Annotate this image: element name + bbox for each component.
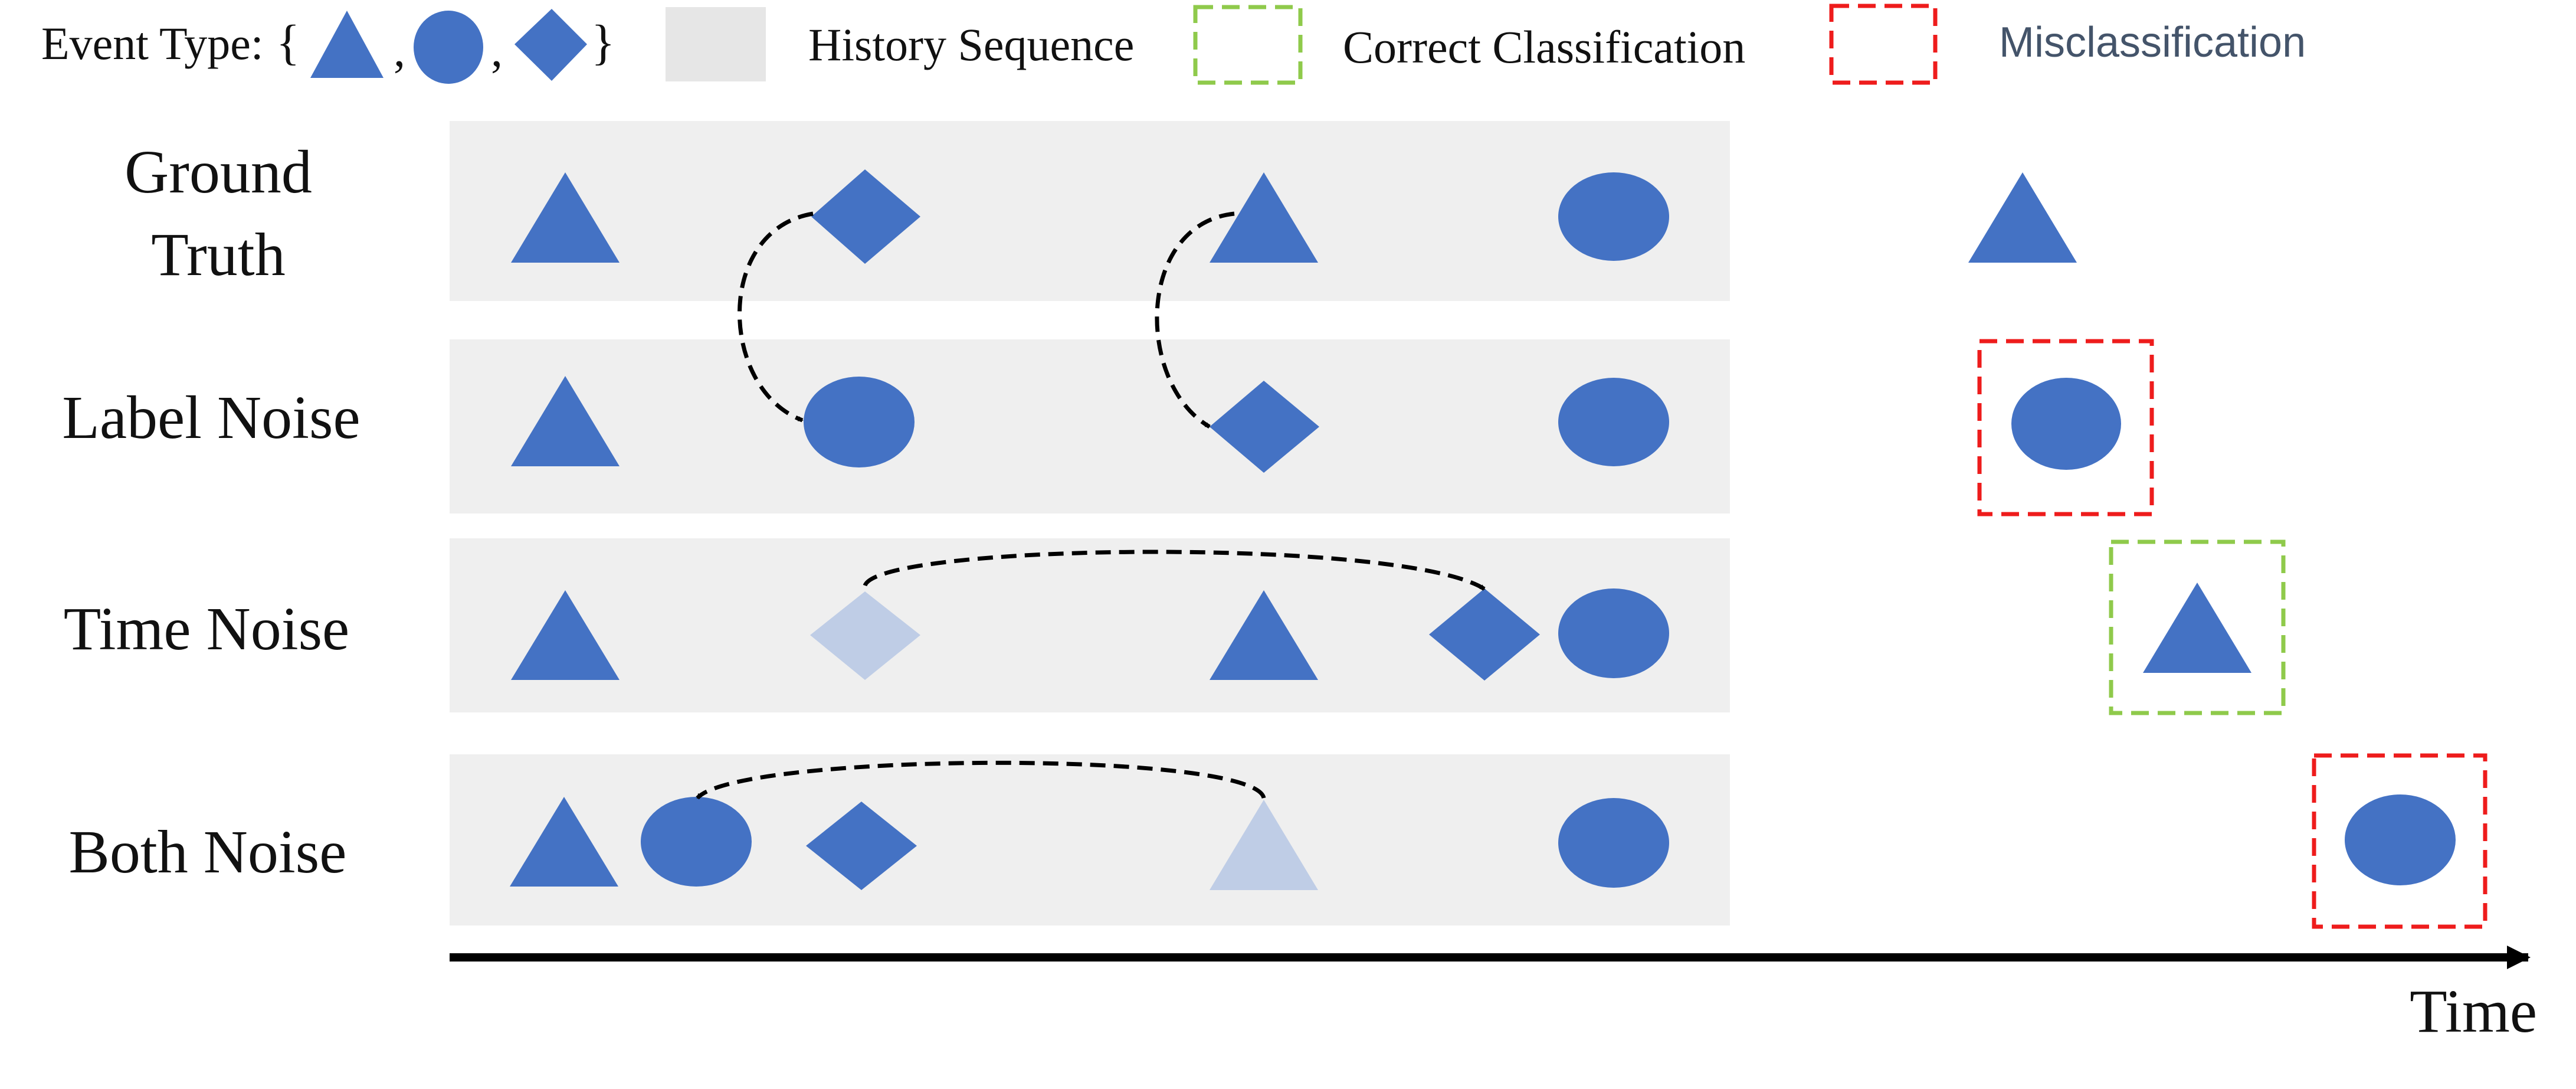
row-label-noise-events	[511, 339, 2154, 516]
legend-history-swatch	[666, 7, 766, 81]
misclassification-box	[1977, 339, 2154, 516]
predicted-triangle-icon	[2143, 583, 2251, 673]
event-triangle-icon	[1210, 590, 1318, 680]
row-label-both-noise: Both Noise	[69, 818, 347, 886]
legend: Event Type: { , , } History Sequence Cor…	[41, 4, 2306, 85]
label-swap-arrow	[738, 211, 814, 423]
event-triangle-icon	[1210, 172, 1318, 263]
correct-classification-box	[2109, 539, 2286, 715]
noise-arrows	[696, 211, 1486, 800]
row-labels: Ground Truth Label Noise Time Noise Both…	[62, 138, 360, 886]
legend-correct-box	[1193, 5, 1303, 85]
legend-diamond-icon	[514, 9, 587, 81]
event-triangle-icon	[511, 590, 620, 680]
legend-comma-2: ,	[491, 25, 503, 77]
legend-circle-icon	[414, 11, 483, 84]
time-axis-label: Time	[2410, 977, 2537, 1045]
legend-misclass-box	[1829, 4, 1938, 85]
time-axis: Time	[450, 946, 2537, 1045]
legend-history-label: History Sequence	[808, 19, 1134, 70]
time-shift-arrow	[696, 760, 1266, 800]
history-backgrounds	[450, 121, 1730, 926]
misclassification-box	[2312, 753, 2487, 929]
event-circle-icon	[1558, 798, 1669, 888]
event-triangle-icon	[510, 797, 618, 887]
legend-triangle-icon	[310, 11, 384, 78]
legend-comma-1: ,	[394, 25, 405, 77]
event-triangle-icon	[511, 376, 620, 466]
event-circle-icon	[1558, 172, 1669, 261]
event-circle-icon	[1558, 378, 1669, 466]
row-ground-truth-events	[511, 169, 2077, 264]
event-circle-icon	[1558, 588, 1669, 678]
shifted-circle-icon	[641, 797, 752, 887]
row-label-ground-line1: Ground	[124, 138, 312, 206]
original-position-triangle-icon	[1210, 800, 1318, 890]
history-row-time-noise	[450, 538, 1730, 712]
legend-event-type-label: Event Type:	[41, 18, 264, 69]
shifted-diamond-icon	[1429, 588, 1540, 681]
legend-brace-close: }	[591, 15, 615, 70]
label-swap-arrow	[1155, 211, 1235, 429]
event-triangle-icon	[511, 172, 620, 263]
next-event-triangle-icon	[1968, 172, 2077, 263]
row-both-noise-events	[510, 753, 2487, 929]
predicted-circle-icon	[2011, 378, 2121, 470]
row-label-time-noise: Time Noise	[64, 595, 349, 663]
history-row-label-noise	[450, 339, 1730, 514]
event-diamond-icon	[1210, 381, 1319, 473]
row-label-ground-line2: Truth	[151, 221, 285, 289]
legend-misclass-label: Misclassification	[1999, 19, 2306, 66]
event-circle-icon	[804, 377, 915, 467]
legend-brace-open: {	[276, 15, 300, 70]
time-shift-arrow	[863, 550, 1486, 591]
predicted-circle-icon	[2345, 794, 2456, 885]
event-diamond-icon	[811, 169, 920, 264]
original-position-diamond-icon	[810, 591, 920, 680]
row-time-noise-events	[511, 539, 2286, 715]
row-label-label-noise: Label Noise	[62, 384, 360, 452]
event-diamond-icon	[806, 802, 917, 890]
history-row-ground-truth	[450, 121, 1730, 301]
legend-correct-label: Correct Classification	[1343, 21, 1745, 73]
